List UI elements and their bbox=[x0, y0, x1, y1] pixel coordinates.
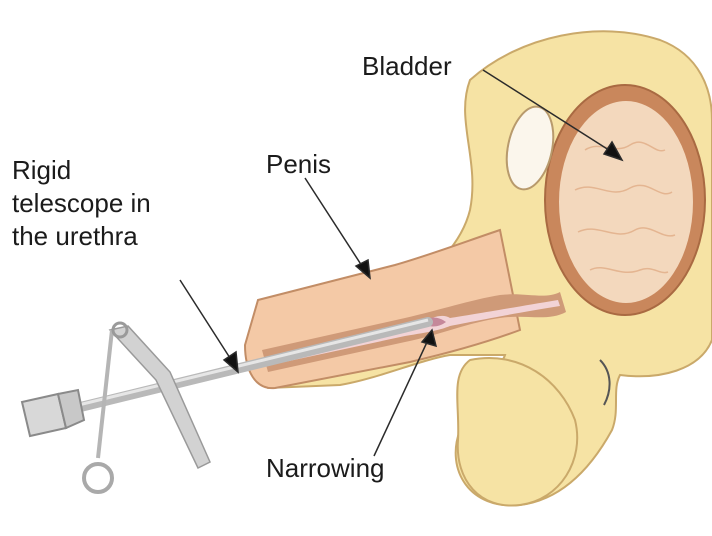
label-line: the urethra bbox=[12, 220, 151, 253]
label-narrowing: Narrowing bbox=[266, 452, 385, 485]
label-bladder: Bladder bbox=[362, 50, 452, 83]
label-penis: Penis bbox=[266, 148, 331, 181]
scope-ring bbox=[84, 464, 112, 492]
label-rigid-telescope: Rigid telescope in the urethra bbox=[12, 154, 151, 253]
label-line: telescope in bbox=[12, 187, 151, 220]
label-line: Rigid bbox=[12, 154, 151, 187]
